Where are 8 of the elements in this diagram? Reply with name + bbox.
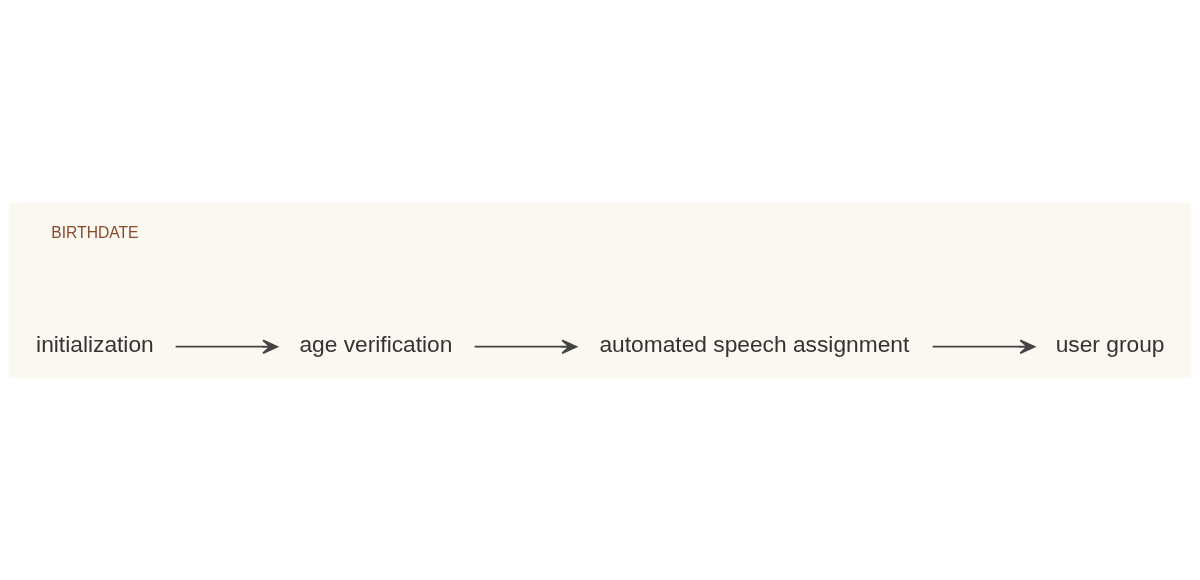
node-text: age verification [299, 330, 453, 357]
node-text: automated speech assignment [599, 330, 910, 357]
label: BIRTHDATE [51, 223, 139, 241]
arrow [931, 338, 1036, 354]
node-text: initialization [36, 330, 154, 357]
arrow [473, 338, 578, 354]
arrow [174, 338, 279, 354]
node-text: user group [1055, 330, 1165, 357]
